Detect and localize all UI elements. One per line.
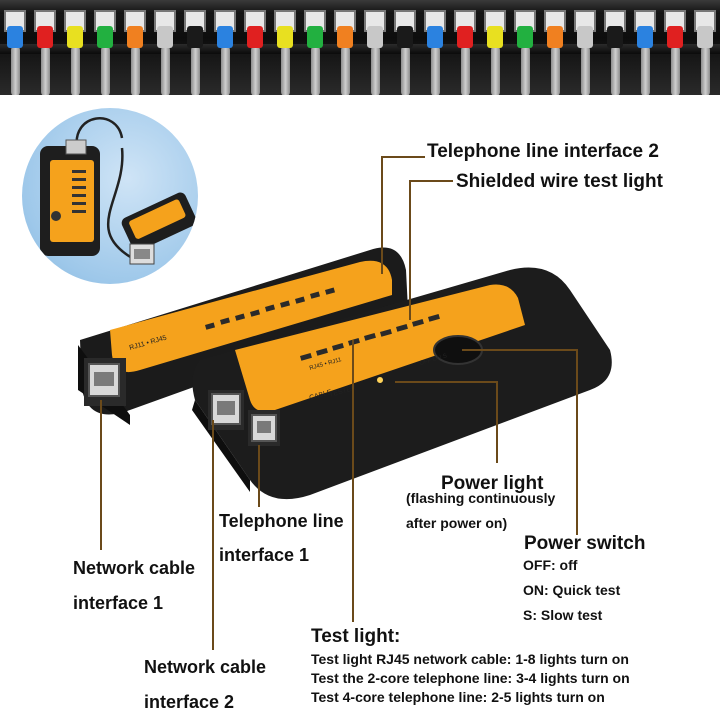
panel-top-rail — [0, 0, 720, 14]
label-power-light-note-1: (flashing continuously — [406, 490, 556, 506]
patch-cable — [491, 46, 500, 95]
remote-unit: RJ11 • RJ45 — [78, 247, 408, 425]
patch-plug — [307, 26, 323, 48]
patch-cable — [131, 46, 140, 95]
patch-plug — [187, 26, 203, 48]
patch-plug — [337, 26, 353, 48]
patch-cable — [371, 46, 380, 95]
label-network-cable-2-b: interface 2 — [144, 692, 235, 712]
patch-cable — [101, 46, 110, 95]
patch-plug — [517, 26, 533, 48]
patch-cable — [311, 46, 320, 95]
inset-photo — [22, 108, 198, 284]
leader-tel2-v — [381, 156, 383, 274]
leader-net2-v — [212, 420, 214, 650]
label-power-switch: Power switch — [524, 533, 646, 554]
label-network-cable-2-a: Network cable — [144, 657, 267, 677]
patch-cable — [221, 46, 230, 95]
patch-cable — [281, 46, 290, 95]
leader-shield-v — [409, 180, 411, 320]
patch-cable — [671, 46, 680, 95]
patch-plug — [397, 26, 413, 48]
leader-switch-v — [576, 349, 578, 535]
patch-plug — [127, 26, 143, 48]
patch-cable — [341, 46, 350, 95]
patch-cable — [191, 46, 200, 95]
label-telephone-line-interface-2: Telephone line interface 2 — [427, 141, 659, 162]
label-switch-off: OFF: off — [523, 557, 578, 573]
label-switch-s: S: Slow test — [523, 607, 603, 623]
patch-plug — [427, 26, 443, 48]
label-telephone-line-1-b: interface 1 — [219, 545, 310, 565]
patch-cable — [551, 46, 560, 95]
patch-plug — [37, 26, 53, 48]
patch-plug — [217, 26, 233, 48]
leader-switch-h — [462, 349, 578, 351]
label-network-cable-1-a: Network cable — [73, 558, 196, 578]
leader-power-v — [496, 381, 498, 463]
patch-plug — [577, 26, 593, 48]
patch-cable — [161, 46, 170, 95]
leader-tel2-h — [381, 156, 425, 158]
label-switch-on: ON: Quick test — [523, 582, 621, 598]
label-shielded-wire-test-light: Shielded wire test light — [456, 171, 663, 192]
patch-cable — [401, 46, 410, 95]
patch-plug — [157, 26, 173, 48]
patch-cable — [251, 46, 260, 95]
label-test-light-rj45: Test light RJ45 network cable: 1-8 light… — [311, 651, 629, 667]
leader-power-h — [395, 381, 497, 383]
label-test-light-2core: Test the 2-core telephone line: 3-4 ligh… — [311, 670, 630, 686]
patch-cable — [431, 46, 440, 95]
cable-tester-device: RJ11 • RJ45 CABLE TESTER RJ45 • RJ11 OFF… — [78, 247, 612, 500]
patch-cable — [581, 46, 590, 95]
patch-plug — [457, 26, 473, 48]
patch-plug — [697, 26, 713, 48]
patch-plug — [547, 26, 563, 48]
label-telephone-line-1-a: Telephone line — [219, 511, 344, 531]
patch-cable — [11, 46, 20, 95]
patch-cable — [521, 46, 530, 95]
patch-plug — [277, 26, 293, 48]
label-network-cable-1-b: interface 1 — [73, 593, 164, 613]
main-unit: CABLE TESTER RJ45 • RJ11 OFF ON S — [192, 267, 612, 500]
patch-cable — [461, 46, 470, 95]
patch-plug — [67, 26, 83, 48]
patch-plug — [7, 26, 23, 48]
label-test-light-4core: Test 4-core telephone line: 2-5 lights t… — [311, 689, 605, 705]
label-test-light: Test light: — [311, 626, 401, 647]
patch-cable — [611, 46, 620, 95]
patch-plug — [637, 26, 653, 48]
patch-plug — [487, 26, 503, 48]
patch-plug — [97, 26, 113, 48]
patch-cable — [641, 46, 650, 95]
leader-net1-v — [100, 400, 102, 550]
leader-shield-h — [409, 180, 453, 182]
patch-plug — [607, 26, 623, 48]
label-power-light-note-2: after power on) — [406, 515, 508, 531]
patch-cable — [701, 46, 710, 95]
patch-cable — [71, 46, 80, 95]
patch-cable — [41, 46, 50, 95]
patch-plug — [247, 26, 263, 48]
patch-panel-photo — [0, 0, 720, 95]
patch-plug — [367, 26, 383, 48]
leader-tel1-v — [258, 445, 260, 507]
patch-plug — [667, 26, 683, 48]
leader-testlight-v — [352, 340, 354, 622]
panel-bottom-rail — [0, 44, 720, 54]
label-power-light: Power light — [441, 473, 544, 494]
inset-tester-illustration — [40, 117, 197, 265]
